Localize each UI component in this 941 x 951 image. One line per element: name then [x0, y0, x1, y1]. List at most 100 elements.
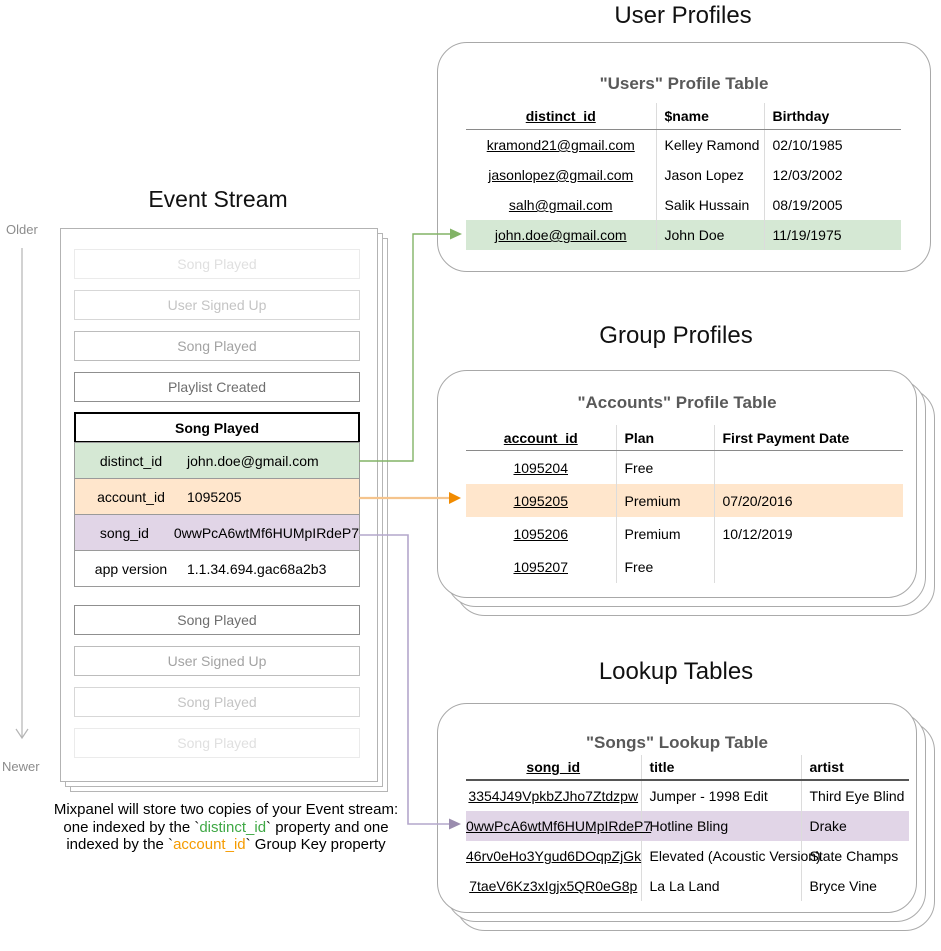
id-cell: jasonlopez@gmail.com	[488, 167, 634, 183]
event-box-label: Song Played	[177, 338, 257, 354]
event-box-song-played: Song Played	[74, 605, 360, 635]
id-cell: john.doe@gmail.com	[466, 220, 656, 250]
event-stream-title: Event Stream	[148, 186, 288, 212]
data-cell: Jumper - 1998 Edit	[640, 780, 801, 811]
event-box-song-played: Song Played	[74, 331, 360, 361]
caption-distinct-id-code: distinct_id	[199, 818, 267, 836]
users-table-title: "Users" Profile Table	[599, 74, 769, 93]
id-cell: 3354J49VpkbZJho7Ztdzpw	[468, 788, 639, 804]
column-header-account-id: account_id	[466, 425, 616, 451]
songs-table-title: "Songs" Lookup Table	[585, 733, 769, 752]
data-cell: Free	[615, 550, 714, 583]
caption-account-id-code: account_id	[173, 836, 246, 853]
timeline-arrowhead-icon	[15, 728, 29, 740]
lookup-tables-card: "Songs" Lookup Table song_id title artis…	[437, 703, 917, 913]
id-cell: 7taeV6Kz3xIgjx5QR0eG8p	[469, 878, 638, 894]
data-cell: Salik Hussain	[655, 190, 764, 220]
table-header-row: distinct_id $name Birthday	[466, 103, 901, 130]
property-value: 0wwPcA6wtMf6HUMpIRdeP7	[173, 524, 359, 541]
id-cell: 46rv0eHo3Ygud6DOqpZjGk	[466, 848, 642, 864]
event-box-label: Song Played	[177, 256, 257, 272]
data-cell: 02/10/1985	[763, 129, 901, 160]
data-cell: State Champs	[800, 841, 909, 871]
event-box-label: Playlist Created	[167, 379, 267, 395]
event-box-user-signed-up: User Signed Up	[74, 290, 360, 320]
data-cell: La La Land	[640, 871, 801, 901]
data-cell: Third Eye Blind	[800, 780, 909, 811]
data-cell: 12/03/2002	[763, 160, 901, 190]
data-cell: Premium	[615, 484, 714, 517]
data-cell: 08/19/2005	[763, 190, 901, 220]
column-header-first-payment-date: First Payment Date	[713, 425, 903, 451]
table-row: 1095204 Free	[466, 450, 903, 484]
event-box-song-played: Song Played	[74, 687, 360, 717]
event-box-song-played: Song Played	[74, 249, 360, 279]
table-header-row: account_id Plan First Payment Date	[466, 425, 903, 451]
event-property-row-distinct_id: distinct_id john.doe@gmail.com	[74, 442, 360, 479]
id-cell: 1095207	[513, 558, 568, 575]
songs-lookup-table: song_id title artist 3354J49VpkbZJho7Ztd…	[466, 755, 909, 901]
property-value: 1.1.34.694.gac68a2b3	[187, 560, 327, 577]
property-key: app version	[94, 560, 168, 577]
property-value: 1095205	[187, 488, 242, 505]
group-profiles-title: Group Profiles	[599, 322, 753, 349]
group-profiles-card: "Accounts" Profile Table account_id Plan…	[437, 370, 917, 598]
data-cell: 11/19/1975	[763, 220, 901, 250]
property-key: song_id	[99, 524, 149, 541]
id-cell: 0wwPcA6wtMf6HUMpIRdeP7	[466, 811, 651, 841]
property-key: distinct_id	[99, 452, 163, 469]
data-cell: John Doe	[655, 220, 764, 250]
event-box-user-signed-up: User Signed Up	[74, 646, 360, 676]
table-row: 1095207 Free	[466, 550, 903, 583]
event-box-label: Song Played	[177, 612, 257, 628]
accounts-profile-table: account_id Plan First Payment Date 10952…	[466, 425, 903, 583]
id-cell: 1095205	[466, 484, 616, 517]
column-header-title: title	[640, 755, 801, 781]
accounts-table-title: "Accounts" Profile Table	[577, 393, 777, 412]
data-cell: Free	[615, 450, 714, 484]
property-value: john.doe@gmail.com	[187, 452, 319, 469]
event-box-label: Song Played	[177, 694, 257, 710]
caption-line-3: indexed by the `account_id` Group Key pr…	[66, 836, 386, 853]
column-header-birthday: Birthday	[763, 103, 901, 130]
caption-line-1: Mixpanel will store two copies of your E…	[53, 801, 399, 818]
diagram-caption: Mixpanel will store two copies of your E…	[10, 801, 442, 854]
id-cell: kramond21@gmail.com	[486, 137, 635, 153]
data-cell: 07/20/2016	[713, 484, 903, 517]
id-cell: 1095204	[513, 459, 568, 476]
id-cell: salh@gmail.com	[508, 197, 613, 213]
data-cell: Hotline Bling	[640, 811, 801, 841]
expanded-event-title: Song Played	[74, 412, 360, 443]
older-label: Older	[6, 222, 38, 237]
event-property-row-song_id: song_id 0wwPcA6wtMf6HUMpIRdeP7	[74, 514, 360, 551]
column-header-artist: artist	[800, 755, 909, 781]
expanded-event-card: Song Played distinct_id john.doe@gmail.co…	[74, 412, 360, 587]
event-box-label: User Signed Up	[167, 653, 267, 669]
data-cell: 10/12/2019	[713, 517, 903, 550]
user-profiles-card: "Users" Profile Table distinct_id $name …	[437, 42, 931, 272]
users-profile-table: distinct_id $name Birthday kramond21@gma…	[466, 103, 901, 250]
event-box-song-played: Song Played	[74, 728, 360, 758]
id-cell: 1095206	[513, 525, 568, 542]
event-box-label: User Signed Up	[167, 297, 267, 313]
event-box-label: Song Played	[177, 735, 257, 751]
column-header-distinct-id: distinct_id	[466, 103, 656, 130]
data-cell: Jason Lopez	[655, 160, 764, 190]
data-cell: Premium	[615, 517, 714, 550]
column-header-name: $name	[655, 103, 764, 130]
data-cell: Elevated (Acoustic Version)	[640, 841, 821, 871]
newer-label: Newer	[2, 759, 40, 774]
